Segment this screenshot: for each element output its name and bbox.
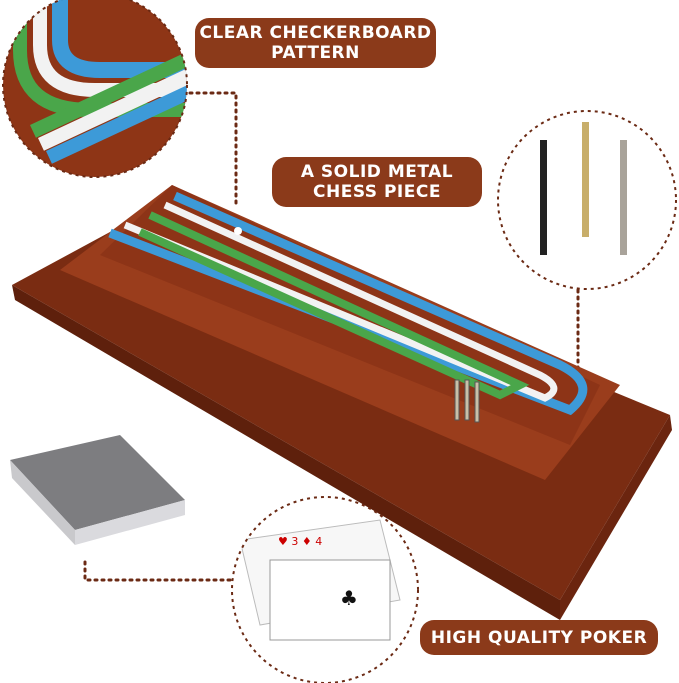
card-deck-icon (10, 435, 185, 545)
track-white-icon (123, 201, 558, 402)
metal-pegs-closeup (540, 122, 627, 255)
label-solid-metal-chess-piece: A SOLID METAL CHESS PIECE (272, 157, 482, 207)
track-blue-icon (108, 191, 588, 416)
gold-peg-icon (582, 122, 589, 237)
metal-pegs-icon (454, 379, 480, 423)
black-peg-icon (540, 140, 547, 255)
label-line: CHESS PIECE (313, 182, 441, 202)
label-high-quality-poker: HIGH QUALITY POKER (420, 620, 658, 655)
label-line: PATTERN (271, 43, 360, 63)
svg-text:♥ 3 ♦ 4: ♥ 3 ♦ 4 (278, 535, 322, 548)
track-green-icon (138, 211, 530, 400)
peg-hole-icon (234, 227, 242, 235)
checkerboard-closeup (3, 0, 187, 177)
playing-cards-closeup: ♣ ♥ 3 ♦ 4 (239, 519, 401, 641)
label-line: A SOLID METAL (300, 162, 454, 182)
label-checkerboard-pattern: CLEAR CHECKERBOARD PATTERN (195, 18, 436, 68)
silver-peg-icon (620, 140, 627, 255)
label-line: CLEAR CHECKERBOARD (199, 23, 432, 43)
cribbage-board (12, 185, 672, 620)
club-icon: ♣ (340, 586, 358, 610)
label-line: HIGH QUALITY POKER (430, 627, 648, 648)
